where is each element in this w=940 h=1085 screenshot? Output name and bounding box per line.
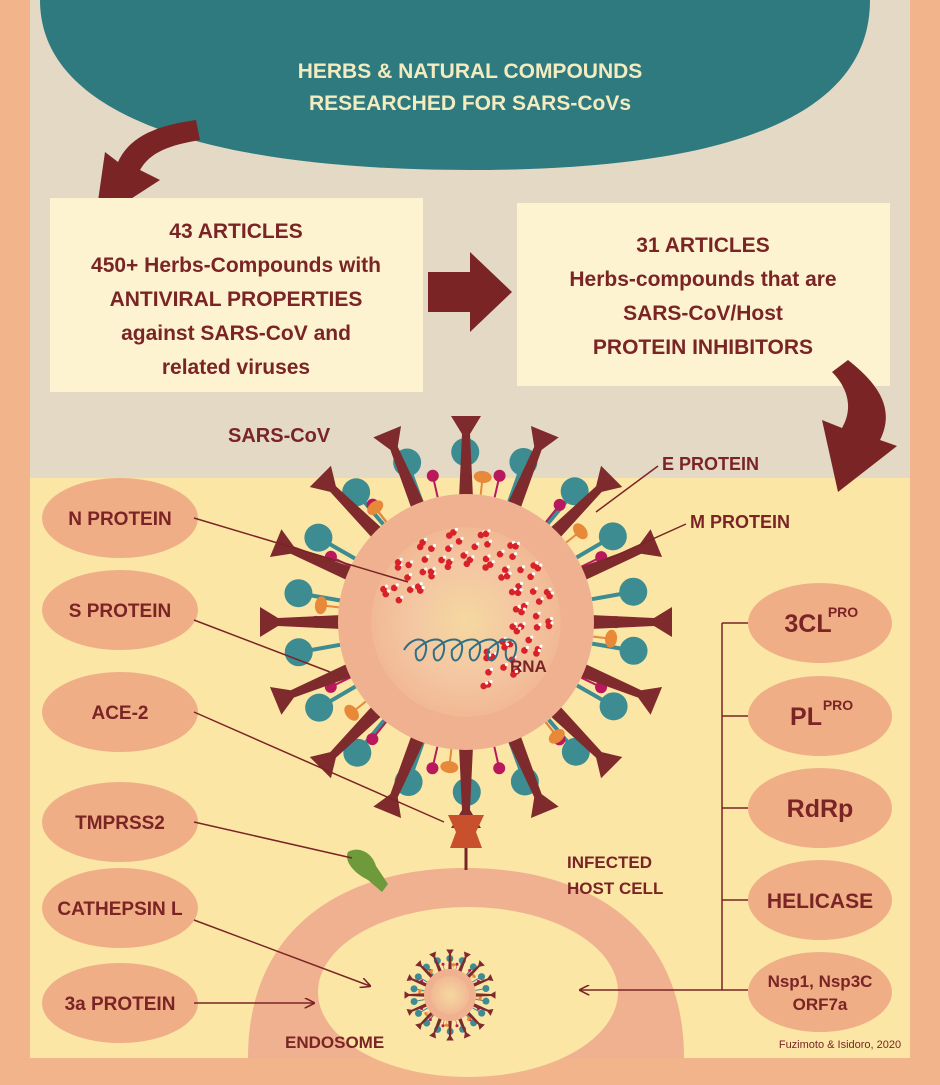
box-left-line5: related viruses xyxy=(162,356,310,379)
left-target-label: TMPRSS2 xyxy=(75,813,165,834)
box-left-line4: against SARS-CoV and xyxy=(121,322,351,345)
left-targets: N PROTEIN S PROTEIN ACE-2TMPRSS2CATHEPSIN … xyxy=(42,478,198,1043)
label-m-protein: M PROTEIN xyxy=(690,512,790,532)
header-banner xyxy=(40,0,870,170)
pill-plpro-label: PL xyxy=(790,703,822,731)
left-target-pill: S PROTEIN xyxy=(42,570,198,650)
right-targets: 3CL PRO PL PRO RdRp HELICASE Nsp1, Nsp3C… xyxy=(748,583,892,1032)
curved-arrow-left xyxy=(95,120,200,222)
connector-cathepsin-l xyxy=(193,919,370,986)
curved-arrow-right xyxy=(822,360,897,492)
pill-helicase xyxy=(748,860,892,940)
pill-plpro-sup: PRO xyxy=(823,697,853,713)
left-target-pill: ACE-2 xyxy=(42,672,198,752)
box-right xyxy=(517,203,890,386)
credit-text: Fuzimoto & Isidoro, 2020 xyxy=(779,1039,901,1051)
label-infected-line2: HOST CELL xyxy=(567,879,663,898)
pointer-e-protein xyxy=(595,465,659,513)
ace2-receptor xyxy=(448,815,484,870)
left-target-pill: TMPRSS2 xyxy=(42,782,198,862)
pill-rdrp xyxy=(748,768,892,848)
pill-plpro xyxy=(748,676,892,756)
left-target-pill: 3a PROTEIN xyxy=(42,963,198,1043)
box-right-line4: PROTEIN INHIBITORS xyxy=(593,336,813,359)
rna-coil xyxy=(403,638,518,662)
left-target-label: ACE-2 xyxy=(91,703,148,724)
pill-3clpro-sup: PRO xyxy=(828,604,858,620)
label-endosome: ENDOSOME xyxy=(285,1033,384,1052)
box-right-line1: 31 ARTICLES xyxy=(636,234,769,257)
pill-helicase-label: HELICASE xyxy=(767,890,873,913)
box-right-line2: Herbs-compounds that are xyxy=(569,268,836,291)
left-target-label: 3a PROTEIN xyxy=(65,994,176,1015)
label-infected-line1: INFECTED xyxy=(567,853,652,872)
box-left xyxy=(50,198,423,392)
box-left-line1: 43 ARTICLES xyxy=(169,220,302,243)
box-right-line3: SARS-CoV/Host xyxy=(623,302,783,325)
left-target-label: N PROTEIN xyxy=(68,509,171,530)
label-rna: RNA xyxy=(510,657,547,676)
left-target-label: S PROTEIN xyxy=(69,601,171,622)
pill-nsp-line1: Nsp1, Nsp3C xyxy=(768,972,873,991)
endosome-virus xyxy=(404,949,496,1041)
pill-3clpro xyxy=(748,583,892,663)
connector-s-protein xyxy=(193,619,331,673)
connector-ace2 xyxy=(193,711,445,823)
pill-nsp-line2: ORF7a xyxy=(793,995,848,1014)
header-title-line2: RESEARCHED FOR SARS-CoVs xyxy=(309,92,631,115)
left-connectors xyxy=(193,517,445,1003)
tmprss2-protein xyxy=(346,849,388,892)
pill-nsp xyxy=(748,952,892,1032)
pill-rdrp-label: RdRp xyxy=(787,795,854,823)
left-target-pill: N PROTEIN xyxy=(42,478,198,558)
right-bracket xyxy=(580,622,748,990)
left-target-pill: CATHEPSIN L xyxy=(42,868,198,948)
header-title-line1: HERBS & NATURAL COMPOUNDS xyxy=(298,60,643,83)
sars-cov-virus xyxy=(260,416,672,828)
connector-n-protein xyxy=(193,517,409,583)
box-left-line2: 450+ Herbs-Compounds with xyxy=(91,254,381,277)
left-target-label: CATHEPSIN L xyxy=(57,899,183,920)
box-left-line3: ANTIVIRAL PROPERTIES xyxy=(110,288,363,311)
label-e-protein: E PROTEIN xyxy=(662,454,759,474)
connector-tmprss2 xyxy=(193,821,353,859)
label-sars-cov: SARS-CoV xyxy=(228,425,331,447)
pill-3clpro-label: 3CL xyxy=(784,610,831,638)
rna-strand xyxy=(380,527,555,690)
pointer-m-protein xyxy=(605,523,687,561)
arrow-right xyxy=(428,252,512,332)
